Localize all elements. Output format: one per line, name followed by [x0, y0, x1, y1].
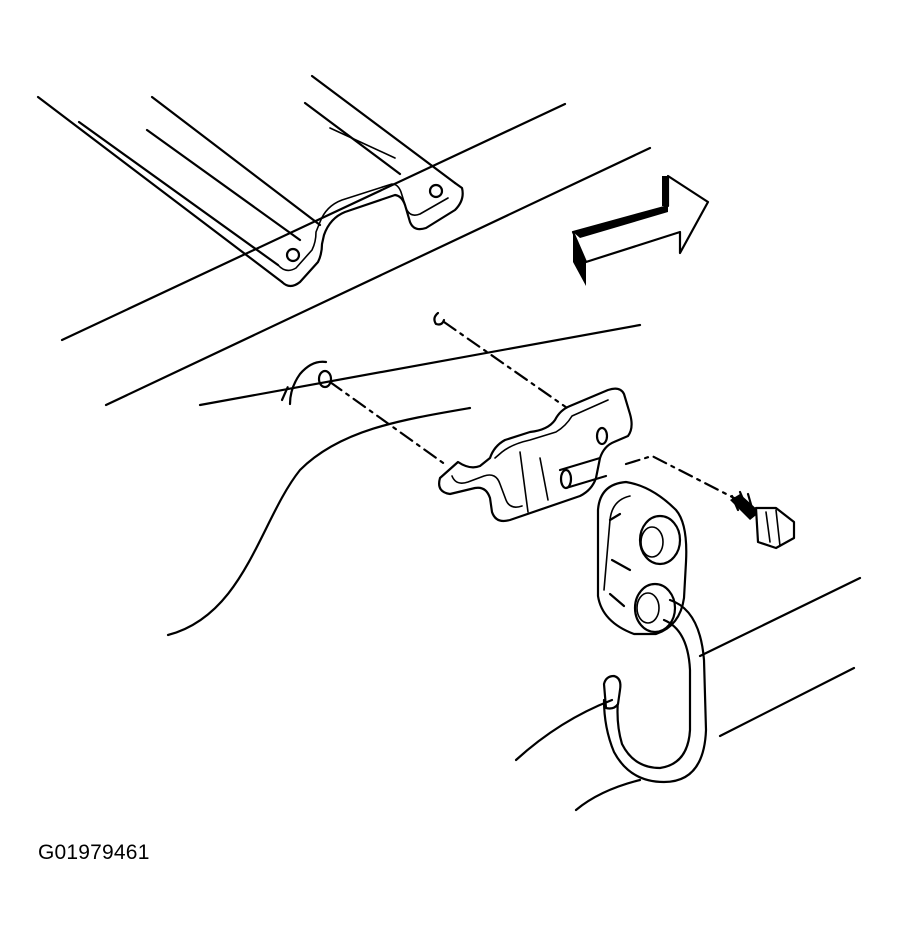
front-direction-arrow	[571, 174, 710, 286]
crossmember-hole-left	[285, 247, 301, 263]
bed-floor	[60, 102, 652, 637]
striker-bolt	[730, 490, 796, 550]
striker-bracket	[438, 387, 740, 523]
frame-rail	[514, 576, 862, 812]
crossmember-hole-right	[428, 183, 444, 199]
bed-crossmember	[36, 74, 464, 288]
rivet-upper	[433, 311, 572, 412]
rivet-lower	[280, 360, 448, 467]
striker-assembly	[596, 480, 688, 636]
figure-code: G01979461	[38, 841, 150, 864]
